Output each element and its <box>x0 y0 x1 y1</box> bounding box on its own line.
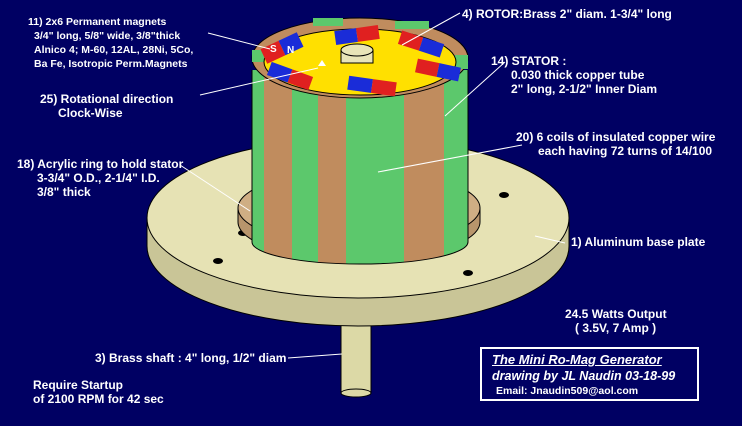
startup-line1: Require Startup <box>33 378 124 392</box>
ring-line3: 3/8" thick <box>37 185 91 199</box>
mounting-hole <box>463 270 473 276</box>
magnets-line4: Ba Fe, Isotropic Perm.Magnets <box>34 58 188 70</box>
magnets-line2: 3/4" long, 5/8" wide, 3/8"thick <box>34 30 181 42</box>
author-email: Email: Jnaudin509@aol.com <box>496 385 639 397</box>
brass-shaft-end <box>340 388 372 398</box>
rotor-hub-top <box>340 43 374 57</box>
magnets-callout: 11) 2x6 Permanent magnets 3/4" long, 5/8… <box>28 15 193 71</box>
coils-callout: 20) 6 coils of insulated copper wire eac… <box>516 130 715 158</box>
stator-line1: 14) STATOR : <box>491 54 567 68</box>
coil-top <box>313 18 343 26</box>
stator-callout: 14) STATOR : 0.030 thick copper tube 2" … <box>491 54 657 96</box>
base-callout: 1) Aluminum base plate <box>571 235 705 249</box>
rotor-callout: 4) ROTOR:Brass 2" diam. 1-3/4" long <box>462 7 672 21</box>
coils-line2: each having 72 turns of 14/100 <box>538 144 713 158</box>
leader-lines <box>179 12 566 359</box>
coil-stripe <box>444 70 468 264</box>
coil-stripe <box>252 70 264 264</box>
output-spec: 24.5 Watts Output ( 3.5V, 7 Amp ) <box>565 307 667 335</box>
magnet <box>266 61 314 91</box>
shaft-callout: 3) Brass shaft : 4" long, 1/2" diam <box>95 351 286 365</box>
startup-line2: of 2100 RPM for 42 sec <box>33 392 164 406</box>
rotor-line1: 4) ROTOR:Brass 2" diam. 1-3/4" long <box>462 7 672 21</box>
ring-callout: 18) Acrylic ring to hold stator 3-3/4" O… <box>17 157 183 199</box>
coil-stripe <box>264 70 292 264</box>
magnets-line3: Alnico 4; M-60, 12AL, 28Ni, 5Co, <box>34 44 194 56</box>
magnets-line1: 11) 2x6 Permanent magnets <box>28 16 167 28</box>
coil-stripe <box>346 70 404 264</box>
magnet <box>334 25 380 45</box>
magnet <box>415 58 461 82</box>
brass-shaft <box>340 324 372 394</box>
coils-line1: 20) 6 coils of insulated copper wire <box>516 130 716 144</box>
coil-stripe <box>292 70 318 264</box>
ring-line2: 3-3/4" O.D., 2-1/4" I.D. <box>37 171 160 185</box>
stator-body <box>252 70 468 264</box>
ring-line1: 18) Acrylic ring to hold stator <box>17 157 184 171</box>
magnet <box>260 32 304 64</box>
rotation-line1: 25) Rotational direction <box>40 92 174 106</box>
mounting-hole <box>213 258 223 264</box>
magnet <box>397 30 445 58</box>
base-line1: 1) Aluminum base plate <box>571 235 706 249</box>
copper-stripe <box>404 70 444 264</box>
mounting-hole <box>499 192 509 198</box>
rotation-callout: 25) Rotational direction Clock-Wise <box>40 92 173 120</box>
magnet <box>347 75 397 97</box>
magnet-south-letter: S <box>270 44 277 55</box>
coil-top <box>455 55 468 69</box>
coil-top <box>395 21 429 29</box>
output-line2: ( 3.5V, 7 Amp ) <box>575 321 657 335</box>
magnet-north-letter: N <box>287 45 294 56</box>
rotation-line2: Clock-Wise <box>58 106 123 120</box>
drawing-credit: drawing by JL Naudin 03-18-99 <box>492 369 676 383</box>
startup-note: Require Startup of 2100 RPM for 42 sec <box>33 378 164 406</box>
title-box: The Mini Ro-Mag Generator drawing by JL … <box>480 347 699 401</box>
shaft-line1: 3) Brass shaft : 4" long, 1/2" diam <box>95 351 287 365</box>
rotation-arrow-icon <box>318 60 326 66</box>
drawing-title: The Mini Ro-Mag Generator <box>492 352 662 367</box>
stator-line3: 2" long, 2-1/2" Inner Diam <box>511 82 658 96</box>
stator-line2: 0.030 thick copper tube <box>511 68 645 82</box>
output-line1: 24.5 Watts Output <box>565 307 667 321</box>
copper-stripe <box>318 70 346 264</box>
